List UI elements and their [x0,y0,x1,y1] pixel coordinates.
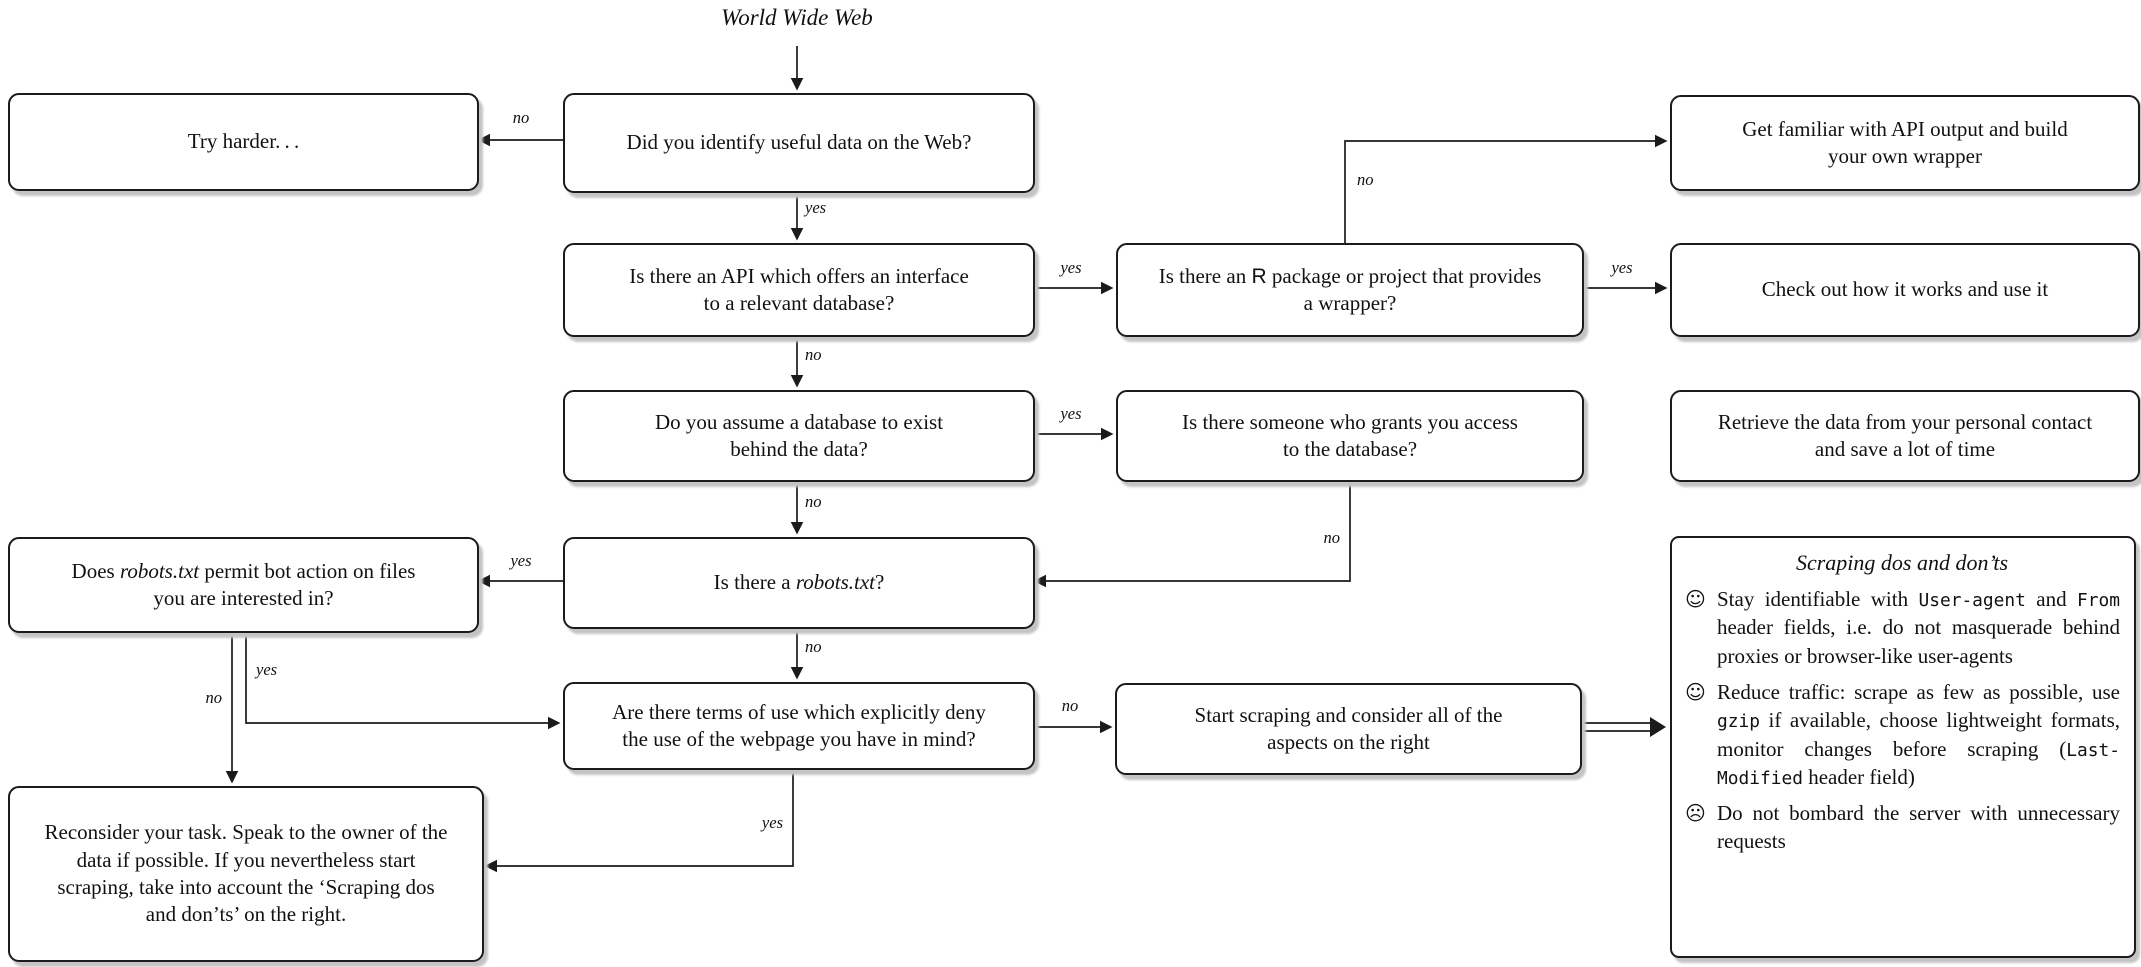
dos-item-text: Stay identifiable with User-agent and Fr… [1717,586,2120,668]
dos-item-stay-identifiable: ☺ Stay identifiable with User-agent and … [1684,585,2120,671]
edge-label-api-yes: yes [1060,258,1082,277]
double-arrowhead [1650,717,1666,737]
node-api-label: Is there an API which offers an interfac… [629,263,969,315]
node-try-harder: Try harder. . . [8,93,479,191]
dos-item-text: Do not bombard the server with unnecessa… [1717,800,2120,854]
node-r-package: Is there an R package or project that pr… [1116,243,1584,337]
edge-label-dbexist-yes: yes [1060,404,1082,423]
node-identify-label: Did you identify useful data on the Web? [626,130,972,155]
node-api: Is there an API which offers an interfac… [563,243,1035,337]
node-robots-permit: Does robots.txt permit bot action on fil… [8,537,479,633]
node-get-familiar-label: Get familiar with API output and build y… [1742,116,2068,168]
edge-label-api-no: no [805,345,822,364]
dos-item-text: Reduce traffic: scrape as few as possibl… [1717,679,2120,790]
edge-label-identify-yes: yes [805,198,827,217]
node-try-harder-label: Try harder. . . [187,129,300,154]
edge-label-rpackage-no: no [1357,170,1374,189]
edge-grants-no-robots [1033,478,1351,588]
node-grants: Is there someone who grants you access t… [1116,390,1584,482]
node-start-scraping: Start scraping and consider all of the a… [1115,683,1582,775]
smiley-face-icon: ☺ [1685,586,1706,611]
edge-label-rpackage-yes: yes [1611,258,1633,277]
smiley-face-icon: ☺ [1685,679,1706,704]
edge-label-terms-yes: yes [761,813,783,832]
edge-permit-yes-terms [245,629,561,730]
node-db-exist-label: Do you assume a database to exist behind… [654,409,944,461]
node-check-out-label: Check out how it works and use it [1761,277,2049,302]
edge-label-permit-no: no [205,688,223,707]
frowning-face-icon: ☹ [1685,800,1706,825]
edge-label-robots-yes: yes [510,551,532,570]
node-terms: Are there terms of use which explicitly … [563,682,1035,770]
edge-label-terms-no: no [1061,696,1079,715]
edge-label-grants-no: no [1323,528,1341,547]
node-robots: Is there a robots.txt? [563,537,1035,629]
node-get-familiar: Get familiar with API output and build y… [1670,95,2140,191]
edge-label-dbexist-no: no [805,492,822,511]
node-reconsider-label: Reconsider your task. Speak to the owner… [44,820,448,927]
panel-title: Scraping dos and don’ts [1795,550,2009,575]
node-reconsider: Reconsider your task. Speak to the owner… [8,786,484,962]
edge-label-identify-no: no [512,108,530,127]
panel-scraping-dos-donts: Scraping dos and don’ts ☺ Stay identifia… [1670,536,2136,958]
node-r-package-label: Is there an R package or project that pr… [1158,263,1542,315]
edge-terms-yes-reconsider [484,766,794,873]
dos-item-no-bombard: ☹ Do not bombard the server with unneces… [1684,799,2120,856]
dos-item-reduce-traffic: ☺ Reduce traffic: scrape as few as possi… [1684,678,2120,792]
node-robots-label: Is there a robots.txt? [713,570,885,595]
node-retrieve-label: Retrieve the data from your personal con… [1717,409,2093,461]
source-label: World Wide Web [721,5,873,30]
node-grants-label: Is there someone who grants you access t… [1182,409,1518,461]
node-identify: Did you identify useful data on the Web? [563,93,1035,193]
node-start-scraping-label: Start scraping and consider all of the a… [1194,702,1503,754]
edge-rpackage-no-getfamiliar [1344,134,1668,243]
node-robots-permit-label: Does robots.txt permit bot action on fil… [71,558,416,610]
edge-label-permit-yes: yes [256,660,278,679]
node-db-exist: Do you assume a database to exist behind… [563,390,1035,482]
node-terms-label: Are there terms of use which explicitly … [612,699,986,751]
node-retrieve: Retrieve the data from your personal con… [1670,390,2140,482]
edge-label-robots-no: no [805,637,822,656]
node-check-out: Check out how it works and use it [1670,243,2140,337]
